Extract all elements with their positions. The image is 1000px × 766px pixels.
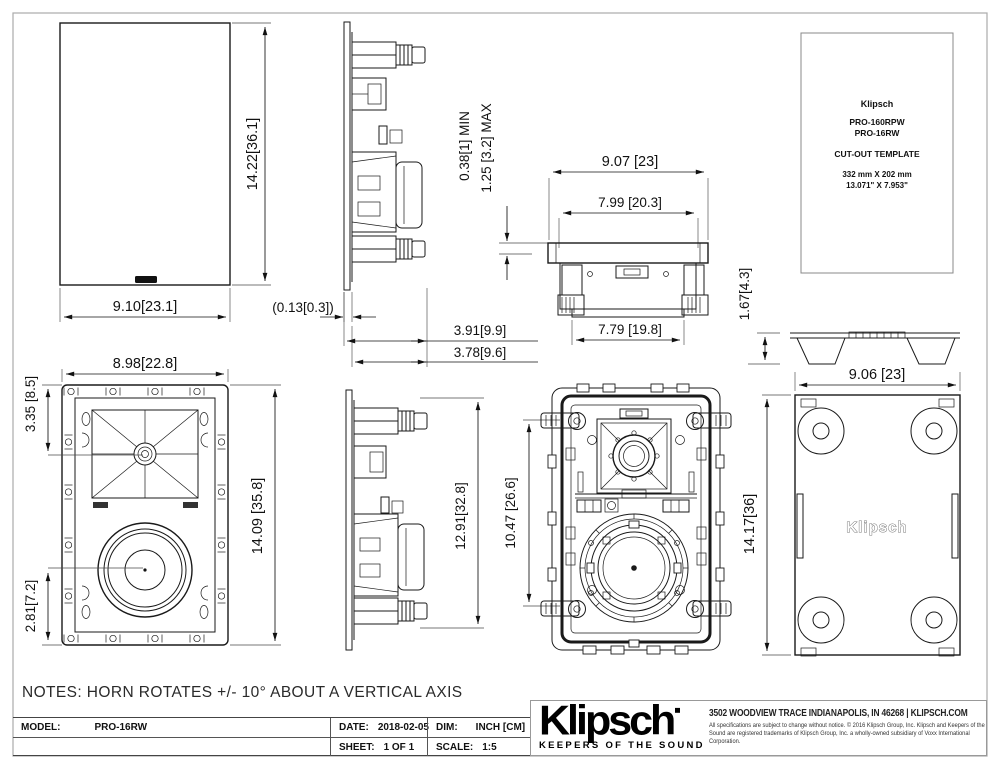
dim-front-height: 14.09 [35.8] [250, 478, 266, 555]
frame-perforation [105, 387, 121, 396]
frame-perforation [64, 484, 73, 500]
brand-address: 3502 WOODVIEW TRACE INDIANAPOLIS, IN 462… [708, 708, 968, 719]
frame-perforation [189, 634, 205, 643]
dim-grille-width: 9.10[23.1] [113, 299, 178, 315]
sheet-value: 1 OF 1 [383, 741, 415, 753]
dim-label: DIM: [436, 722, 458, 733]
mount-clamp [353, 597, 428, 625]
brand-tagline: KEEPERS OF THE SOUND [539, 740, 705, 751]
scale-label: SCALE: [436, 741, 474, 753]
template-title: CUT-OUT TEMPLATE [834, 149, 920, 159]
template-logo: Klipsch [861, 99, 894, 109]
frame-perforation [147, 634, 163, 643]
dim-protrusion-max: 1.25 [3.2] MAX [479, 103, 494, 192]
dim-woofer-offset: 2.81[7.2] [23, 580, 38, 633]
grille-badge [135, 276, 157, 283]
dim-cutout-span: 10.47 [26.6] [503, 419, 560, 607]
frame-perforation [147, 387, 163, 396]
date-value: 2018-02-05 [377, 722, 429, 733]
horn-tweeter [91, 409, 199, 499]
frame-perforation [217, 434, 226, 450]
sheet-cell: SHEET: 1 OF 1 [330, 738, 427, 756]
view-rear-frame [540, 383, 732, 655]
mount-clamp [353, 407, 428, 435]
frame-perforation [63, 387, 79, 396]
date-label: DATE: [339, 722, 369, 733]
dim-cell: DIM: INCH [CM] [427, 718, 530, 737]
frame-perforation [63, 634, 79, 643]
dim-depth-total: 3.91[9.9] [454, 323, 507, 338]
dog-ear-clamp [675, 412, 732, 445]
logo-registered-dot [675, 707, 681, 713]
model-label: MODEL: [21, 722, 61, 733]
dim-depth-body: 3.78[9.6] [454, 345, 507, 360]
mount-clamp [351, 41, 426, 69]
page-border [12, 12, 988, 757]
dim-value: INCH [CM] [475, 722, 526, 733]
frame-perforation [64, 434, 73, 450]
view-side-open: 12.91[32.8] [345, 389, 484, 651]
view-back-cover: 9.06 [23] Klipsch 14.17[36] [742, 367, 961, 657]
dim-cutout-height: 10.47 [26.6] [503, 477, 518, 548]
klipsch-logo: Klipsch [539, 700, 681, 742]
scale-value: 1:5 [482, 741, 497, 753]
view-bracket-profile: 1.67[4.3] [737, 268, 960, 365]
model-cell: MODEL: PRO-16RW [13, 718, 330, 737]
dim-back-width: 9.06 [23] [849, 367, 905, 383]
template-size-in: 13.071" X 7.953" [846, 181, 908, 190]
dim-protrusion-min: 0.38[1] MIN [457, 111, 472, 181]
label-plate [183, 502, 198, 508]
brand-block: Klipsch KEEPERS OF THE SOUND 3502 WOODVI… [530, 700, 987, 756]
back-cover-logo: Klipsch [846, 519, 907, 536]
woofer [97, 522, 193, 618]
brand-legal: All specifications are subject to change… [708, 723, 985, 745]
date-cell: DATE: 2018-02-05 [330, 718, 429, 737]
dim-top-inner-width: 7.99 [20.3] [598, 195, 662, 210]
title-block: MODEL: PRO-16RW DATE: 2018-02-05 DIM: IN… [13, 717, 530, 756]
dog-ear-clamp [540, 585, 597, 618]
dim-side-height: 12.91[32.8] [453, 482, 468, 550]
dog-ear-clamp [675, 585, 732, 618]
frame-perforation [217, 484, 226, 500]
template-model-2: PRO-16RW [855, 128, 901, 138]
dim-horn-offset: 3.35 [8.5] [23, 376, 38, 432]
dim-top-back-width: 7.79 [19.8] [598, 322, 662, 337]
brand-info-area: 3502 WOODVIEW TRACE INDIANAPOLIS, IN 462… [705, 701, 1000, 755]
view-top: 9.07 [23] 7.99 [20.3] 7.79 [19.8] [547, 154, 709, 345]
dim-wall-grip: 0.38[1] MIN 1.25 [3.2] MAX [457, 103, 549, 280]
title-block-row-1: MODEL: PRO-16RW DATE: 2018-02-05 DIM: IN… [13, 718, 530, 738]
frame-perforation [189, 387, 205, 396]
model-value: PRO-16RW [94, 722, 148, 733]
view-front-open: 8.98[22.8] 3.35 [8.5] 2.81[7.2] 14.09 [3… [23, 356, 281, 646]
template-model-1: PRO-160RPW [849, 117, 905, 127]
frame-perforation [217, 537, 226, 553]
notes-text: NOTES: HORN ROTATES +/- 10° ABOUT A VERT… [22, 684, 463, 701]
dim-grille-height: 14.22[36.1] [245, 118, 261, 191]
frame-perforation [217, 588, 226, 604]
dim-grille-offset: (0.13[0.3]) [272, 300, 334, 315]
view-front-grille: 14.22[36.1] 9.10[23.1] (0.13[0.3]) [59, 22, 376, 322]
sheet-label: SHEET: [339, 741, 375, 753]
dim-bracket-height: 1.67[4.3] [737, 268, 752, 321]
title-block-row-2: SHEET: 1 OF 1 SCALE: 1:5 [13, 738, 530, 756]
dim-back-height: 14.17[36] [742, 494, 758, 554]
mount-clamp [351, 235, 426, 263]
cutout-template-box: Klipsch PRO-160RPW PRO-16RW CUT-OUT TEMP… [800, 32, 954, 274]
dim-front-width: 8.98[22.8] [113, 356, 178, 372]
woofer-back [579, 513, 689, 648]
template-size-mm: 332 mm X 202 mm [842, 170, 911, 179]
scale-cell: SCALE: 1:5 [427, 738, 530, 756]
dog-ear-clamp [540, 412, 597, 445]
frame-perforation [105, 634, 121, 643]
dim-top-width: 9.07 [23] [602, 154, 658, 170]
view-side-grille: 3.91[9.9] 3.78[9.6] [343, 21, 538, 367]
frame-perforation [64, 537, 73, 553]
frame-perforation [64, 588, 73, 604]
brand-logo-area: Klipsch KEEPERS OF THE SOUND [531, 700, 705, 755]
label-plate [93, 502, 108, 508]
empty-cell [13, 738, 330, 756]
